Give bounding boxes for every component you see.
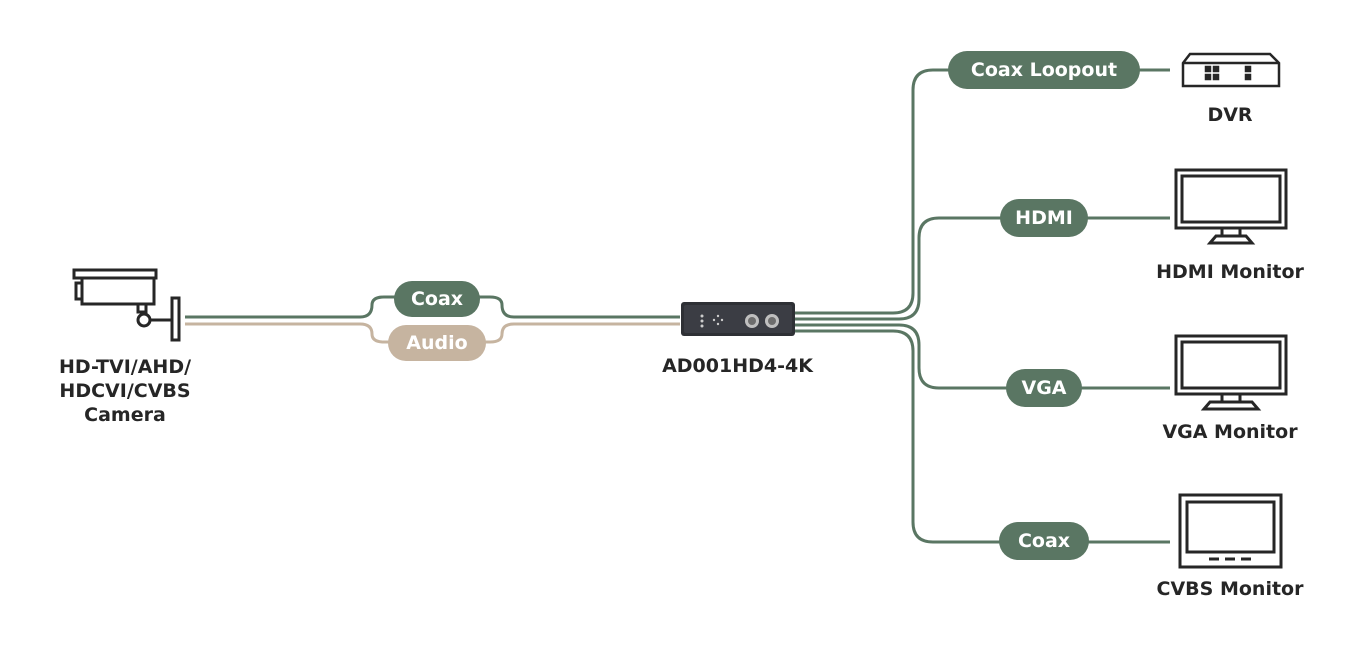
camera-label-line: HD-TVI/AHD/	[58, 356, 192, 378]
camera-label-line: Camera	[84, 404, 166, 426]
camera-label: HD-TVI/AHD/ HDCVI/CVBS Camera	[40, 355, 210, 427]
audio-in-pill: Audio	[388, 325, 486, 361]
coax-loopout-line	[795, 68, 1170, 315]
dvr-icon	[1181, 52, 1281, 88]
coax-in-pill: Coax	[394, 281, 480, 317]
coax-out-line	[795, 329, 1170, 544]
vga-line	[795, 323, 1170, 390]
hdmi-monitor-label: HDMI Monitor	[1156, 261, 1304, 283]
dvr-label: DVR	[1207, 104, 1253, 126]
coax-out-pill: Coax	[999, 522, 1089, 560]
hdmi-line	[795, 216, 1170, 321]
cvbs-monitor-label: CVBS Monitor	[1156, 578, 1304, 600]
camera-icon	[72, 268, 181, 342]
hdmi-monitor-icon	[1174, 168, 1288, 245]
cvbs-monitor-icon	[1178, 493, 1283, 569]
hdmi-pill: HDMI	[1000, 199, 1088, 237]
vga-monitor-label: VGA Monitor	[1162, 421, 1298, 443]
camera-label-line: HDCVI/CVBS	[59, 380, 191, 402]
device-label: AD001HD4-4K	[662, 355, 813, 377]
coax-loopout-pill: Coax Loopout	[948, 51, 1140, 89]
vga-pill: VGA	[1006, 369, 1082, 407]
vga-monitor-icon	[1174, 334, 1288, 411]
converter-box-icon	[681, 302, 795, 336]
